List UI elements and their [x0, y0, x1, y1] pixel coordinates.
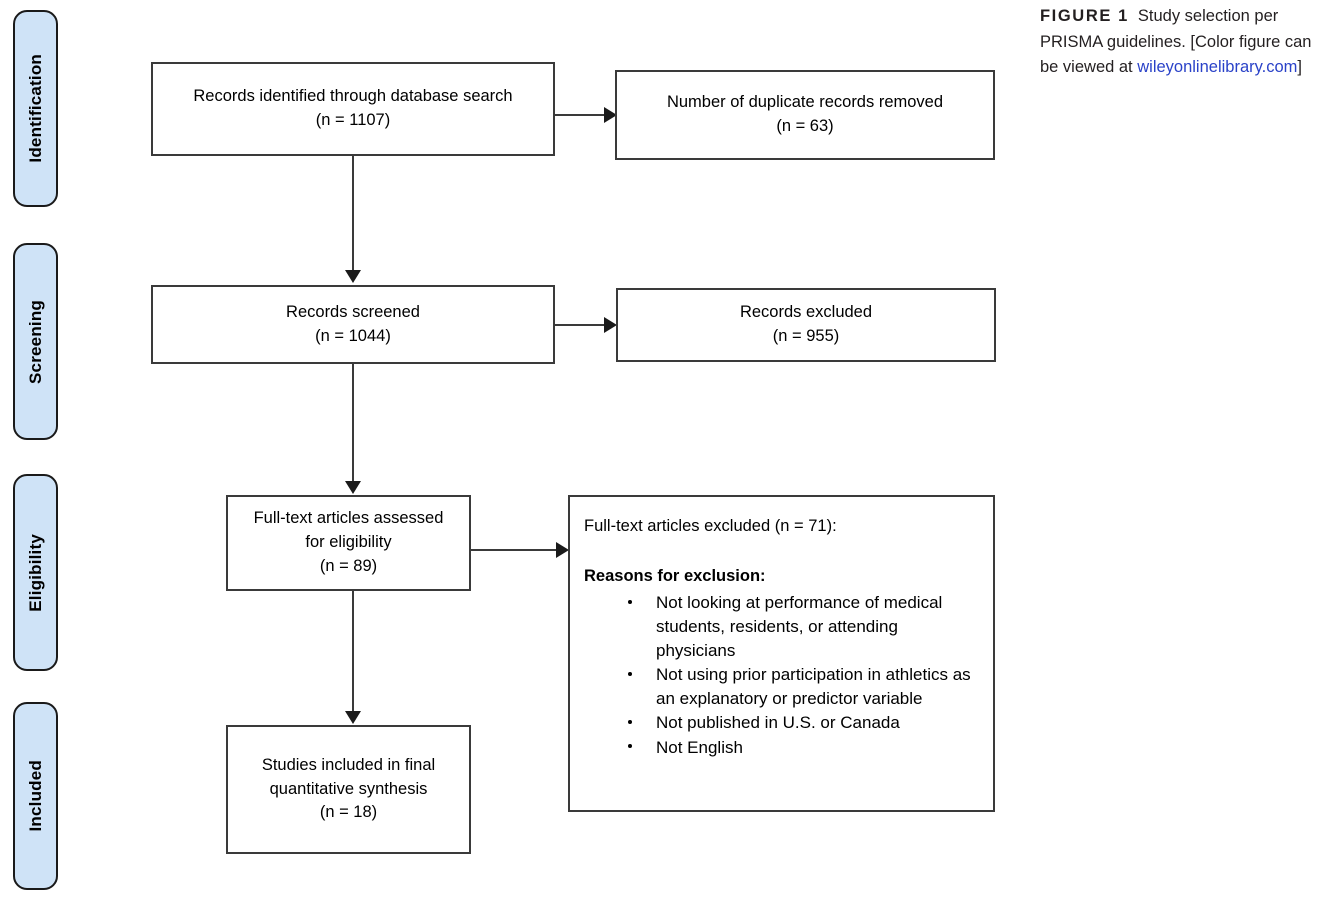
exclusion-subheading: Reasons for exclusion:	[584, 566, 766, 585]
exclusion-reason-item: Not English	[584, 736, 979, 760]
exclusion-heading: Full-text articles excluded (n = 71):	[584, 517, 837, 535]
stage-pill-included: Included	[13, 702, 58, 890]
box-records-excluded-text: Records excluded (n = 955)	[739, 303, 873, 345]
stage-pill-identification: Identification	[13, 10, 58, 207]
connector-identified-to-screened	[352, 156, 354, 272]
bullet-icon	[628, 744, 632, 749]
box-studies-included: Studies included in final quantitative s…	[226, 725, 471, 854]
connector-screened-to-fulltext	[352, 364, 354, 483]
box-duplicates-removed: Number of duplicate records removed (n =…	[615, 70, 995, 160]
box-studies-included-text: Studies included in final quantitative s…	[261, 755, 436, 822]
exclusion-reason-item: Not published in U.S. or Canada	[584, 711, 979, 735]
stage-label-identification: Identification	[26, 54, 45, 163]
connector-screened-to-excluded	[555, 324, 607, 326]
box-records-excluded: Records excluded (n = 955)	[616, 288, 996, 362]
connector-fulltext-to-exclusions	[471, 549, 559, 551]
box-records-screened: Records screened (n = 1044)	[151, 285, 555, 364]
figure-caption-label: FIGURE 1	[1040, 7, 1129, 25]
box-exclusion-reasons: Full-text articles excluded (n = 71): Re…	[568, 495, 995, 812]
stage-label-eligibility: Eligibility	[26, 533, 45, 612]
exclusion-reason-item: Not looking at performance of medical st…	[584, 591, 979, 663]
bullet-icon	[628, 720, 632, 725]
box-fulltext-assessed: Full-text articles assessed for eligibil…	[226, 495, 471, 591]
exclusion-reason-text: Not published in U.S. or Canada	[656, 713, 900, 733]
bullet-icon	[628, 672, 632, 677]
exclusion-reason-text: Not English	[656, 737, 743, 757]
stage-pill-eligibility: Eligibility	[13, 474, 58, 671]
box-records-screened-text: Records screened (n = 1044)	[286, 302, 420, 345]
exclusion-reason-text: Not looking at performance of medical st…	[656, 592, 943, 661]
figure-caption-tail: ]	[1297, 58, 1302, 77]
figure-caption-text: Study selection per PRISMA guidelines. […	[1040, 7, 1312, 77]
arrowhead-identified-to-screened	[345, 270, 361, 283]
wiley-online-library-link[interactable]: wileyonlinelibrary.com	[1137, 58, 1298, 77]
stage-label-screening: Screening	[26, 299, 45, 384]
connector-identified-to-duplicates	[555, 114, 607, 116]
arrowhead-screened-to-fulltext	[345, 481, 361, 494]
stage-pill-screening: Screening	[13, 243, 58, 440]
connector-fulltext-to-included	[352, 591, 354, 713]
exclusion-reason-list: Not looking at performance of medical st…	[584, 591, 979, 760]
arrowhead-fulltext-to-exclusions	[556, 542, 569, 558]
bullet-icon	[628, 599, 632, 604]
box-records-identified-text: Records identified through database sear…	[193, 87, 513, 129]
stage-label-included: Included	[26, 760, 45, 832]
exclusion-reason-text: Not using prior participation in athleti…	[656, 665, 971, 709]
box-records-identified: Records identified through database sear…	[151, 62, 555, 156]
box-fulltext-assessed-text: Full-text articles assessed for eligibil…	[253, 509, 444, 575]
box-duplicates-removed-text: Number of duplicate records removed (n =…	[666, 93, 944, 135]
arrowhead-identified-to-duplicates	[604, 107, 617, 123]
arrowhead-screened-to-excluded	[604, 317, 617, 333]
arrowhead-fulltext-to-included	[345, 711, 361, 724]
exclusion-reason-item: Not using prior participation in athleti…	[584, 663, 979, 711]
